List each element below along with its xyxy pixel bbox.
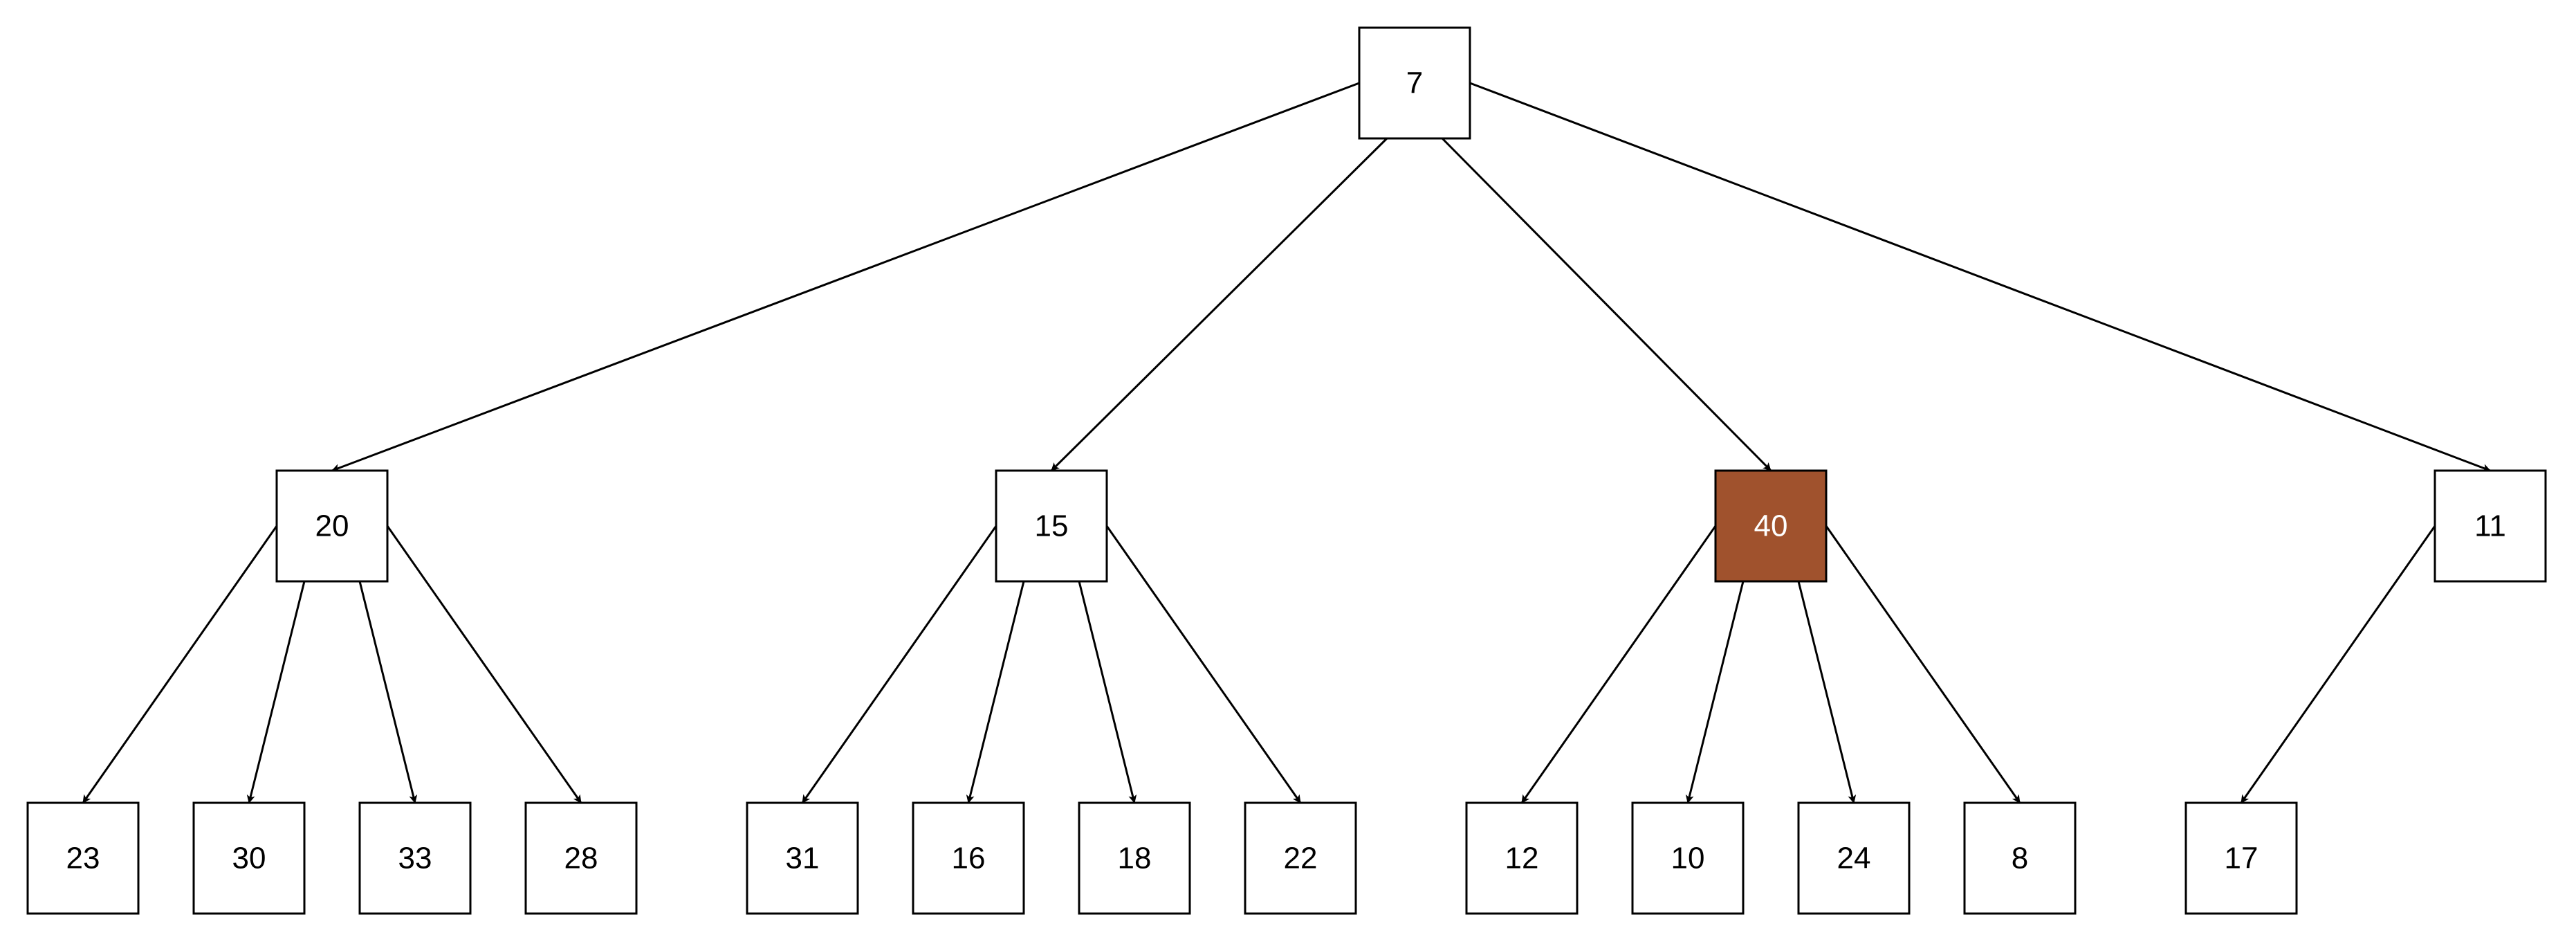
node-box: [1244, 801, 1357, 915]
edge-n40-n8: [1825, 525, 2021, 804]
edge-n15-n22: [1105, 525, 1302, 804]
nodes-layer: 7 20 15 40 11 23 30 33 28 31 16 18 22 12 10 24 8 17: [26, 26, 2547, 915]
tree-node-18: 18: [1078, 801, 1191, 915]
node-box: [2184, 801, 2298, 915]
node-label: 8: [2012, 842, 2028, 875]
edge-n20-n28: [386, 525, 582, 804]
node-label: 30: [232, 842, 266, 875]
node-label: 23: [66, 842, 100, 875]
node-label: 12: [1505, 842, 1539, 875]
tree-node-23: 23: [26, 801, 140, 915]
node-box: [524, 801, 638, 915]
node-box: [1963, 801, 2077, 915]
node-label: 33: [398, 842, 432, 875]
tree-node-7: 7: [1358, 26, 1471, 140]
node-box: [2434, 469, 2547, 583]
tree-node-20: 20: [275, 469, 389, 583]
edge-n7-n11: [1469, 82, 2491, 472]
tree-node-10: 10: [1631, 801, 1745, 915]
node-label: 31: [786, 842, 820, 875]
edge-n11-n17: [2240, 525, 2436, 804]
tree-node-40: 40: [1714, 469, 1828, 583]
node-box: [746, 801, 859, 915]
edge-n7-n15: [1050, 137, 1388, 472]
edge-n40-n24: [1797, 581, 1857, 804]
node-box: [26, 801, 140, 915]
node-label: 10: [1671, 842, 1705, 875]
edge-n15-n16: [966, 581, 1025, 804]
tree-node-24: 24: [1797, 801, 1911, 915]
edge-n15-n18: [1078, 581, 1137, 804]
node-label: 16: [952, 842, 986, 875]
tree-node-30: 30: [192, 801, 306, 915]
node-box: [1465, 801, 1579, 915]
tree-node-12: 12: [1465, 801, 1579, 915]
edge-n40-n12: [1520, 525, 1717, 804]
node-box: [1078, 801, 1191, 915]
tree-node-11: 11: [2434, 469, 2547, 583]
tree-node-16: 16: [912, 801, 1025, 915]
tree-node-31: 31: [746, 801, 859, 915]
node-box: [1797, 801, 1911, 915]
edges-layer: [82, 82, 2491, 804]
tree-node-8: 8: [1963, 801, 2077, 915]
node-box: [192, 801, 306, 915]
node-label: 40: [1754, 509, 1788, 543]
node-label: 18: [1118, 842, 1152, 875]
edge-n40-n10: [1685, 581, 1745, 804]
edge-n7-n40: [1441, 137, 1772, 472]
node-label: 7: [1406, 66, 1423, 100]
node-label: 17: [2225, 842, 2258, 875]
node-box: [995, 469, 1108, 583]
tree-node-15: 15: [995, 469, 1108, 583]
node-label: 28: [564, 842, 598, 875]
node-box: [912, 801, 1025, 915]
node-label: 20: [315, 509, 349, 543]
node-label: 15: [1035, 509, 1069, 543]
tree-node-17: 17: [2184, 801, 2298, 915]
node-box: [275, 469, 389, 583]
node-label: 22: [1284, 842, 1318, 875]
node-box: [358, 801, 472, 915]
tree-node-33: 33: [358, 801, 472, 915]
edge-n20-n23: [82, 525, 278, 804]
tree-node-22: 22: [1244, 801, 1357, 915]
node-label: 11: [2474, 509, 2506, 543]
edge-n15-n31: [801, 525, 997, 804]
node-label: 24: [1837, 842, 1871, 875]
edge-n20-n33: [358, 581, 418, 804]
node-box: [1358, 26, 1471, 140]
tree-node-28: 28: [524, 801, 638, 915]
node-box: [1631, 801, 1745, 915]
edge-n20-n30: [246, 581, 306, 804]
node-box: [1714, 469, 1828, 583]
edge-n7-n20: [331, 82, 1360, 472]
